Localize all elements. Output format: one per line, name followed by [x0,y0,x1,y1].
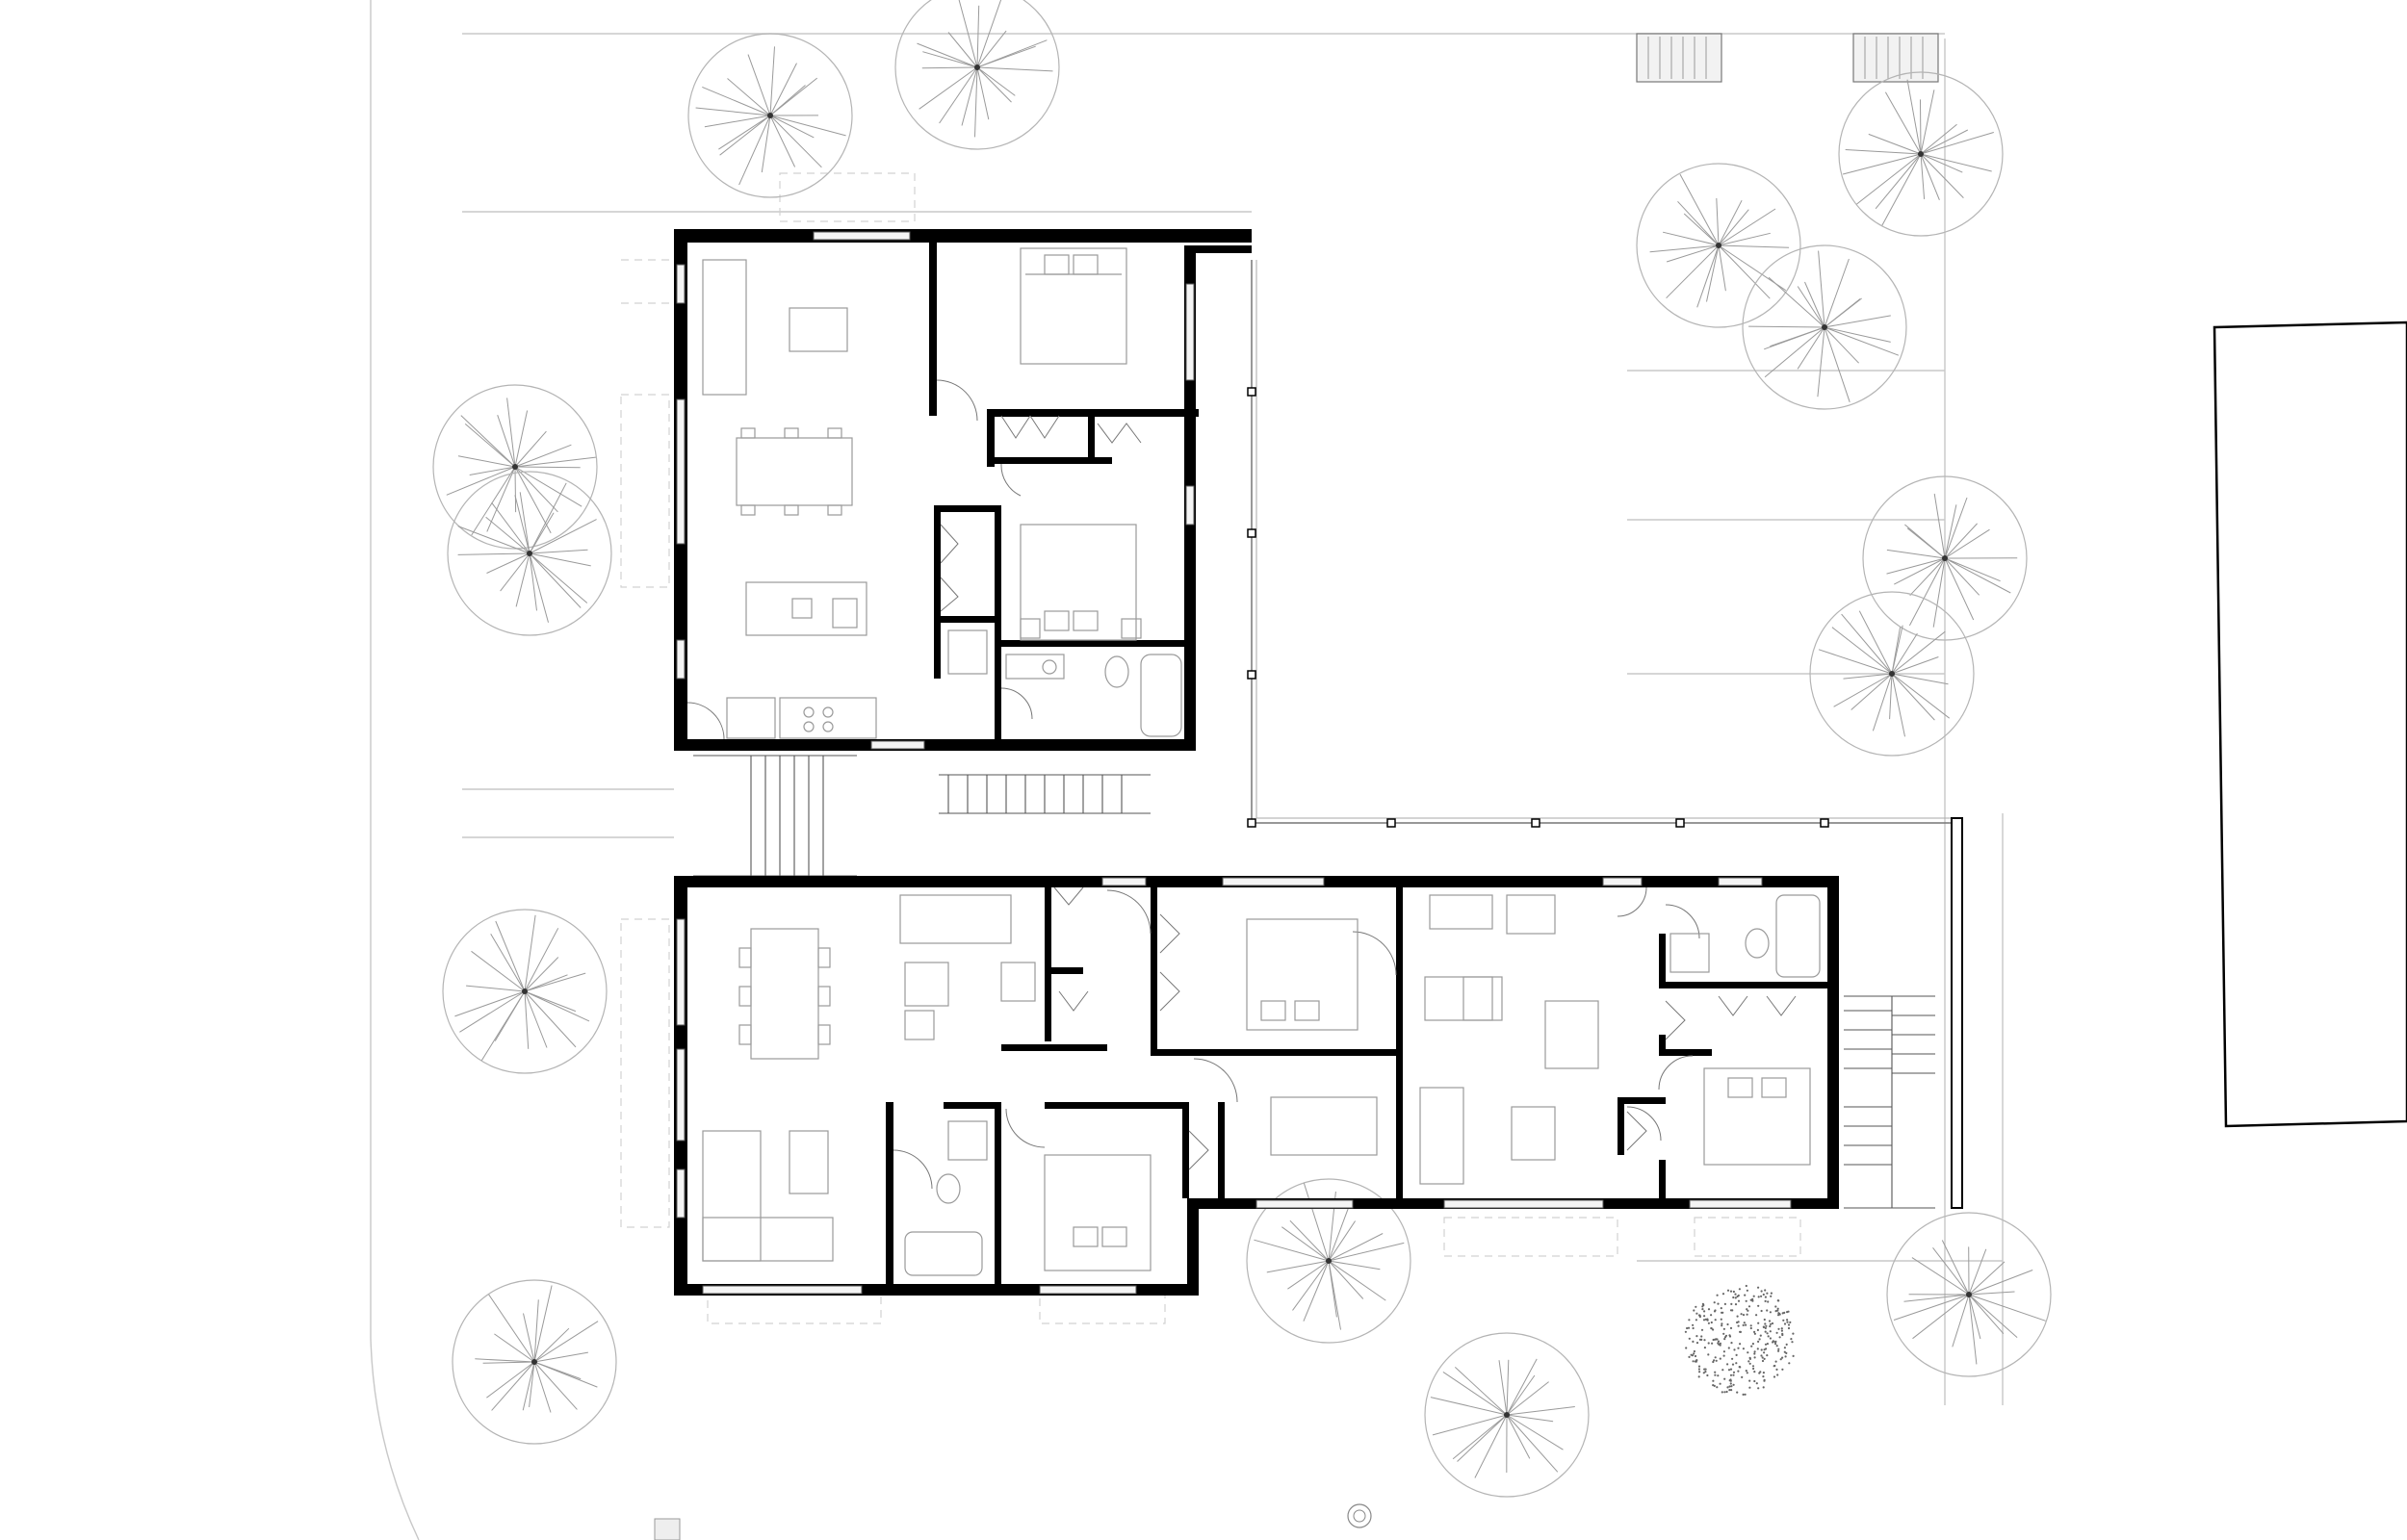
patio-outline-2 [620,918,670,1228]
tree-symbol [1636,163,1801,328]
central-staircase-1 [693,755,857,877]
tree-symbol [1424,1332,1590,1498]
tree-symbol [894,0,1060,150]
patio-outline-6 [1694,1217,1801,1257]
patio-outline-4 [1039,1294,1166,1324]
tree-symbol [452,1279,617,1445]
right-staircase [1844,995,1935,1209]
patio-outline-3 [707,1294,882,1324]
tree-symbol [1838,71,2004,237]
tree-symbol [1809,591,1975,757]
tree-symbol [1886,1212,2052,1377]
utility-boxes [1636,33,1939,83]
pergola-fence [1247,260,1963,1209]
patio-outline-1 [620,394,670,588]
bottom-marker-icon [654,1503,1372,1540]
trees [432,0,2052,1498]
tree-symbol [687,33,853,198]
central-staircase-2 [939,774,1151,814]
tree-symbol [1246,1178,1411,1344]
tree-symbol [1742,244,1907,410]
left-property-line [370,0,420,1540]
shrub-symbol [1684,1284,1795,1396]
tree-symbol [432,384,598,550]
tree-symbol [442,909,608,1074]
tree-symbol [1862,475,2028,641]
patio-outline-5 [1443,1217,1618,1257]
tree-symbol [447,471,612,636]
lower-unit [674,876,1839,1296]
neighbor-building-outline [2213,321,2407,1128]
upper-unit [674,229,1252,751]
patio-outline-7 [779,172,916,222]
